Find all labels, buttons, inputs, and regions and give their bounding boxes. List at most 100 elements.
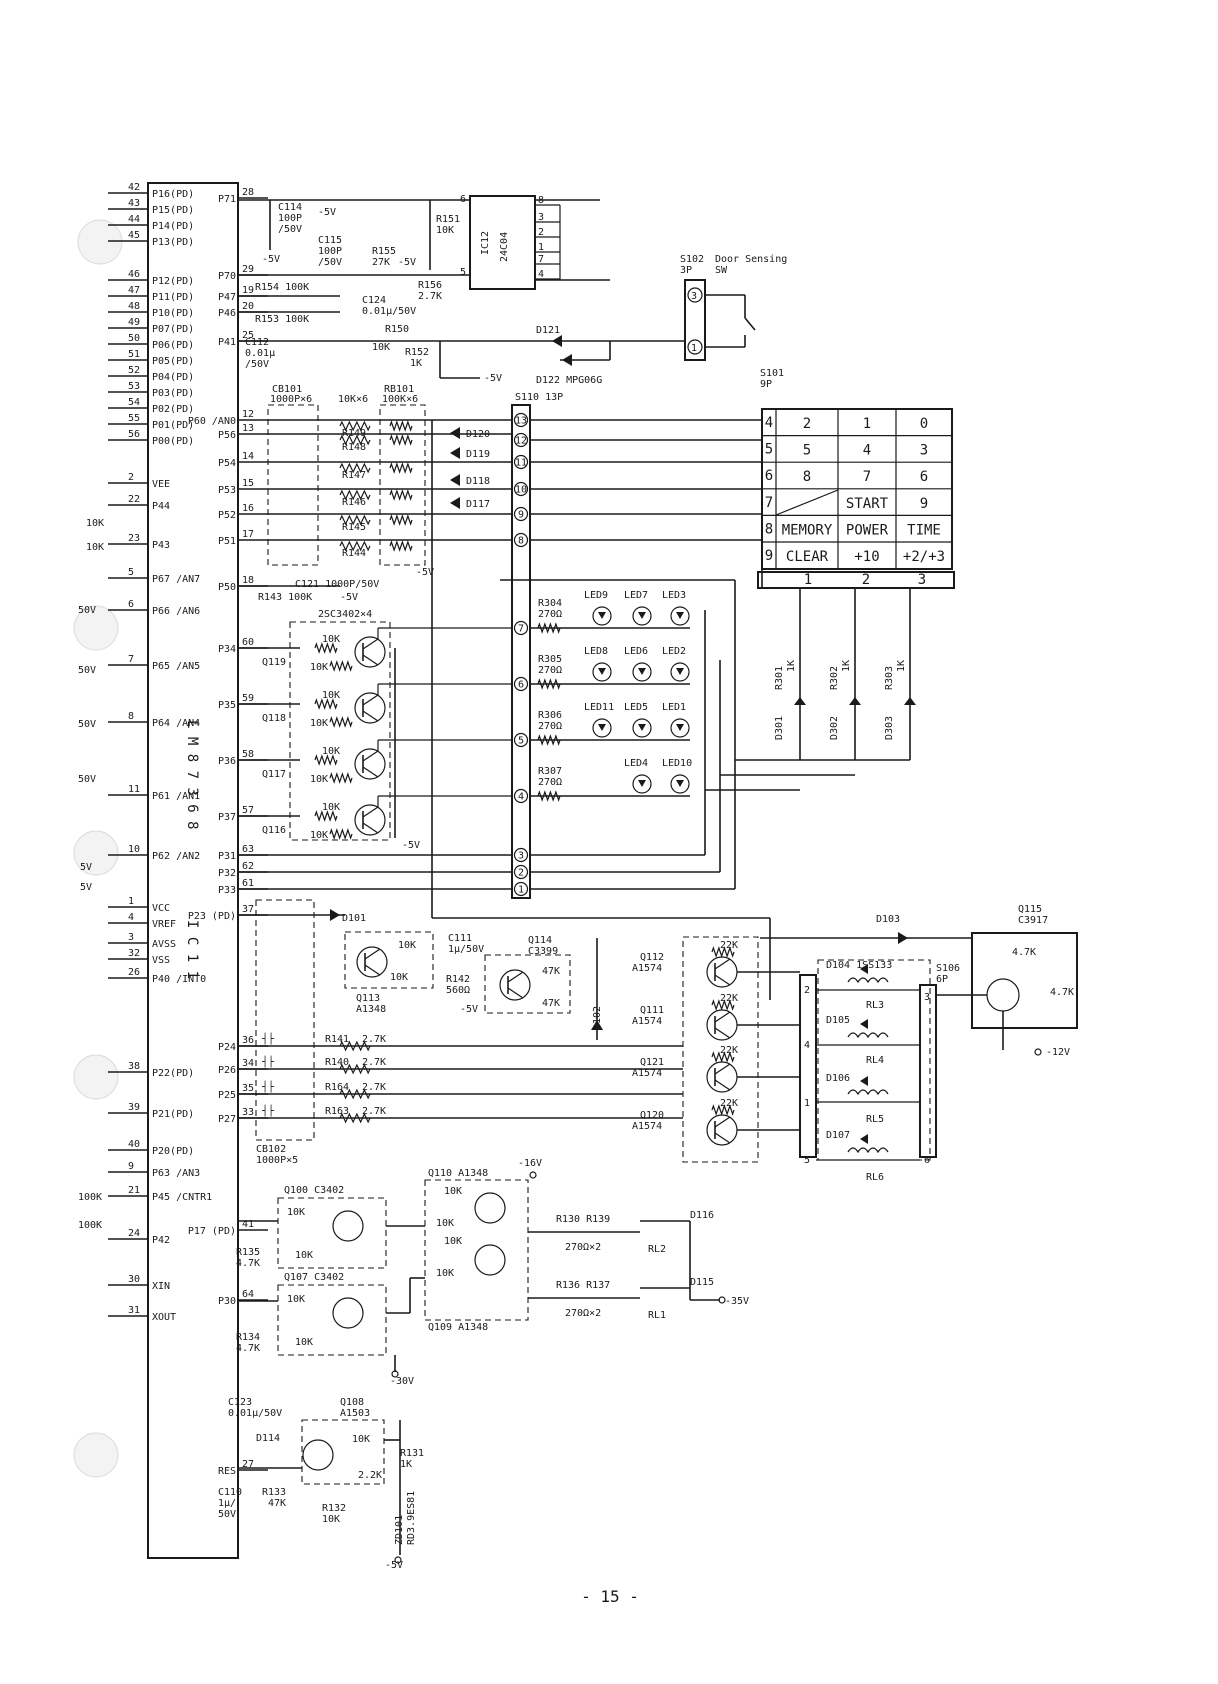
ic11-pin-name: P34 (218, 644, 236, 655)
ic12-part: 24C04 (499, 232, 510, 262)
c121-label: C121 1000P/50V (295, 579, 379, 590)
ic11-pin-name: AVSS (152, 939, 176, 950)
ic11-pin-name: P51 (218, 536, 236, 547)
ic11-pin-number: 50 (128, 333, 140, 344)
ic11-pin-name: P67 /AN7 (152, 574, 200, 585)
resistor-icon (389, 434, 413, 446)
resistor-icon (329, 772, 353, 784)
ic11-pin-number: 46 (128, 269, 140, 280)
ic11-pin-name: P35 (218, 700, 236, 711)
ic11-pin-number: 21 (128, 1185, 140, 1196)
relay-coil-icon (847, 1089, 889, 1096)
r132-value: 10K (322, 1514, 340, 1525)
resistor-value: 22K (720, 940, 738, 951)
r-value: 10K (444, 1186, 462, 1197)
ic11-pin-number: 17 (242, 529, 254, 540)
q114-part: C3399 (528, 946, 558, 957)
relay-label: RL3 (866, 1000, 884, 1011)
transistor-icon (706, 956, 738, 988)
ic11-outer-label: 5V (80, 882, 92, 893)
r142-label: R142 (446, 974, 470, 985)
s106-label: S106 (936, 963, 960, 974)
r133-value: 47K (268, 1498, 286, 1509)
ic11-pin-name: P17 (PD) (188, 1226, 236, 1237)
resistor-icon (711, 1051, 735, 1063)
transistor-label: Q121 (640, 1057, 664, 1068)
resistor-label: R301 (774, 666, 785, 690)
s110-pin (513, 506, 529, 522)
s110-pin-number: 4 (518, 792, 524, 803)
led-label: LED5 (624, 702, 648, 713)
ic11-pin-number: 37 (242, 904, 254, 915)
ic11-pin-number: 61 (242, 878, 254, 889)
led-icon (638, 780, 646, 787)
ic11-pin-name: P30 (218, 1296, 236, 1307)
d103-label: D103 (876, 914, 900, 925)
ic11-body (147, 182, 239, 1559)
diode-icon (860, 1019, 868, 1029)
resistor-value: 10K (322, 634, 340, 645)
s110-pin-number: 11 (515, 458, 527, 469)
d101-label: D101 (342, 913, 366, 924)
ic11-pin-name: P31 (218, 851, 236, 862)
c110-volt: 50V (218, 1509, 236, 1520)
cb102-label: CB102 (256, 1144, 286, 1155)
ic11-outer-label: 100K (78, 1220, 102, 1231)
ic11-pin-number: 52 (128, 365, 140, 376)
ic11-pin-name: P22(PD) (152, 1068, 194, 1079)
binder-hole (73, 1054, 119, 1100)
s110-pin-number: 9 (518, 510, 524, 521)
c111-value: 1µ/50V (448, 944, 484, 955)
ic11-pin-name: P24 (218, 1042, 236, 1053)
diode-icon (860, 1076, 868, 1086)
led-icon (676, 780, 684, 787)
ic11-pin-number: 1 (128, 896, 134, 907)
resistor-icon (537, 678, 561, 690)
ic11-pin-number: 3 (128, 932, 134, 943)
digit-drivers: 2SC3402×4 -5V Q11910K10KQ11810K10KQ11710… (238, 609, 512, 851)
ic11-pin-name: P20(PD) (152, 1146, 194, 1157)
net-label: -16V (518, 1158, 542, 1169)
led-icon (632, 662, 652, 682)
resistor-label: R302 (829, 666, 840, 690)
d106-label: D106 (826, 1073, 850, 1084)
s110-pin (513, 864, 529, 880)
r153-label: R153 100K (255, 314, 309, 325)
ic12-pin-number: 2 (538, 227, 544, 238)
s110-pin-number: 1 (518, 885, 524, 896)
led-icon (638, 724, 646, 731)
bottom-section: Q110 A1348 -16V Q100 C3402 Q107 C3402 Q1… (218, 1158, 749, 1571)
d104-label: D104 1SS133 (826, 960, 892, 971)
resistor-icon (389, 489, 413, 501)
diode-label: D301 (774, 716, 785, 740)
transistor-label: Q118 (262, 713, 286, 724)
relay-label: RL5 (866, 1114, 884, 1125)
ic11-pin-name: P60 /AN0 (188, 416, 236, 427)
r-value: 10K (287, 1294, 305, 1305)
resistor-value: 270Ω (538, 609, 562, 620)
s106-pins: 6P (936, 974, 948, 985)
ic12-pin-number: 1 (538, 242, 544, 253)
diode-icon (904, 697, 916, 705)
conn-pin: 5 (804, 1155, 810, 1166)
s101-pinlabel: 9P (760, 379, 772, 390)
ic11-pin-number: 20 (242, 301, 254, 312)
s110-pin (513, 454, 529, 470)
ic11-pin-number: 64 (242, 1289, 254, 1300)
net-label: -5V (416, 567, 434, 578)
resistor-value: 10K (322, 746, 340, 757)
ic11-outer-label: 100K (78, 1192, 102, 1203)
r155-label: R155 (372, 246, 396, 257)
ic11-pin-number: 7 (128, 654, 134, 665)
resistor-icon (339, 1063, 371, 1075)
resistor-icon (711, 999, 735, 1011)
ic11-pin-number: 28 (242, 187, 254, 198)
ic11-pin-name: P46 (218, 308, 236, 319)
ic11-pin-name: P45 /CNTR1 (152, 1192, 212, 1203)
led-icon (598, 612, 606, 619)
r130-label: R130 R139 (556, 1214, 610, 1225)
d114-label: D114 (256, 1433, 280, 1444)
ic11-pin-name: P56 (218, 430, 236, 441)
